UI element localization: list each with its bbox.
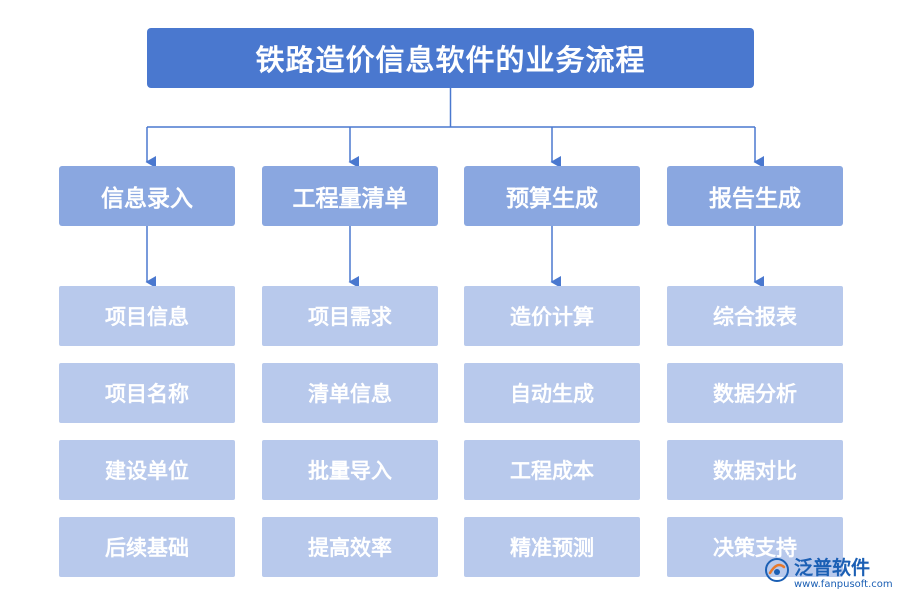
column-4-item-4: 决策支持 <box>667 517 843 577</box>
watermark-url: www.fanpusoft.com <box>794 579 893 590</box>
diagram-title: 铁路造价信息软件的业务流程 <box>147 28 754 88</box>
column-3-item-1: 造价计算 <box>464 286 640 346</box>
column-header-4: 报告生成 <box>667 166 843 226</box>
column-1-item-4: 后续基础 <box>59 517 235 577</box>
column-4-item-3: 数据对比 <box>667 440 843 500</box>
column-header-3: 预算生成 <box>464 166 640 226</box>
column-3-item-3: 工程成本 <box>464 440 640 500</box>
column-header-1: 信息录入 <box>59 166 235 226</box>
watermark-name: 泛普软件 <box>794 557 871 579</box>
column-2-item-1: 项目需求 <box>262 286 438 346</box>
column-2-item-4: 提高效率 <box>262 517 438 577</box>
column-4-item-1: 综合报表 <box>667 286 843 346</box>
column-header-2: 工程量清单 <box>262 166 438 226</box>
column-1-item-3: 建设单位 <box>59 440 235 500</box>
logo-mark-icon <box>765 558 789 582</box>
column-1-item-2: 项目名称 <box>59 363 235 423</box>
column-2-item-3: 批量导入 <box>262 440 438 500</box>
column-2-item-2: 清单信息 <box>262 363 438 423</box>
column-4-item-2: 数据分析 <box>667 363 843 423</box>
watermark-logo: 泛普软件 www.fanpusoft.com <box>764 553 894 597</box>
column-3-item-4: 精准预测 <box>464 517 640 577</box>
column-1-item-1: 项目信息 <box>59 286 235 346</box>
column-3-item-2: 自动生成 <box>464 363 640 423</box>
